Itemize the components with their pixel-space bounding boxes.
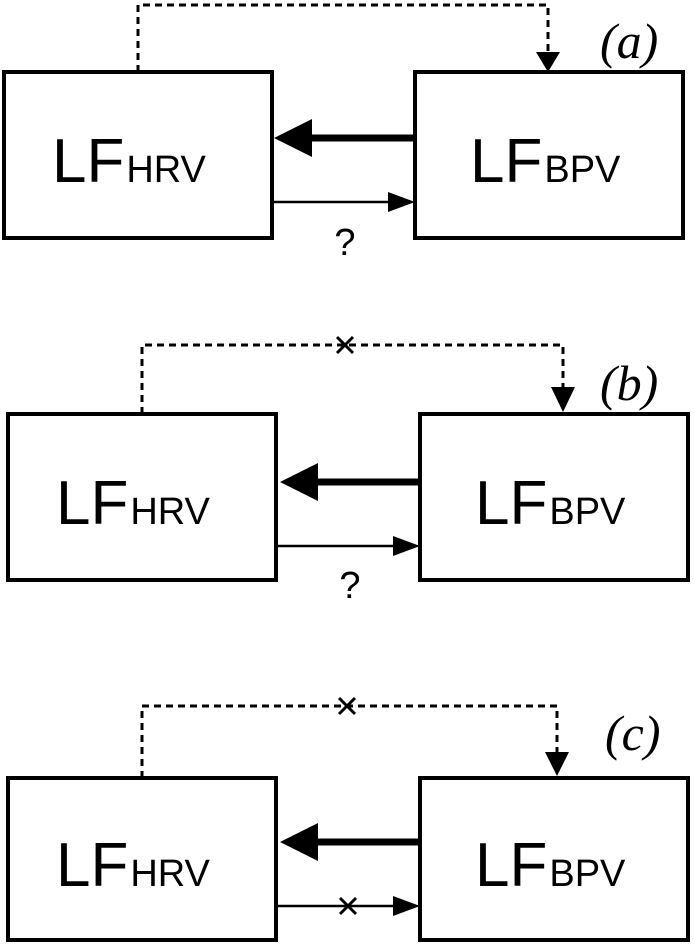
panel-b-label: (b) — [600, 355, 658, 411]
panel-b-bpv-label: LFBPV — [475, 469, 626, 538]
panel-a-dashed-arrowhead — [536, 52, 560, 72]
panel-b-dashed-link — [140, 343, 565, 414]
panel-a-hrv-label: LFHRV — [52, 127, 207, 196]
panel-a: (a) LFHRV LFBPV ? — [2, 3, 685, 264]
panel-a-dashed-link — [136, 3, 550, 72]
panel-c-bottom-cross — [338, 896, 358, 916]
panel-a-box-lf-bpv — [413, 70, 685, 240]
panel-c-label: (c) — [605, 705, 661, 761]
panel-c-bpv-label: LFBPV — [475, 831, 626, 900]
panel-c-box-lf-bpv — [418, 776, 690, 942]
panel-b-dashed-arrowhead — [551, 387, 575, 412]
panel-b: (b) LFHRV LFBPV ? — [6, 335, 690, 607]
panel-b-dashed-cross — [335, 335, 355, 355]
panel-a-label: (a) — [600, 13, 658, 69]
panel-a-thin-arrowhead — [388, 192, 415, 212]
panel-a-box-lf-hrv — [2, 70, 274, 240]
panel-c-box-lf-hrv — [6, 776, 278, 942]
panel-b-thick-arrowhead — [280, 463, 318, 501]
panel-b-hrv-label: LFHRV — [56, 469, 211, 538]
panel-c-hrv-label: LFHRV — [56, 831, 211, 900]
panel-b-box-lf-bpv — [418, 412, 690, 582]
panel-b-question-mark: ? — [339, 565, 360, 607]
panel-c-thick-arrowhead — [280, 823, 318, 861]
panel-a-thick-arrowhead — [274, 119, 312, 157]
panel-b-thin-arrowhead — [393, 536, 420, 556]
panel-a-question-mark: ? — [334, 222, 355, 264]
panel-c-dashed-arrowhead — [545, 752, 569, 776]
panel-a-bpv-label: LFBPV — [470, 127, 621, 196]
panel-b-box-lf-hrv — [6, 412, 278, 582]
panel-c-dashed-cross — [337, 696, 357, 716]
panel-c-thin-arrowhead — [393, 896, 420, 916]
panel-c-dashed-link — [140, 704, 559, 778]
panel-c: (c) LFHRV LFBPV — [6, 696, 690, 942]
